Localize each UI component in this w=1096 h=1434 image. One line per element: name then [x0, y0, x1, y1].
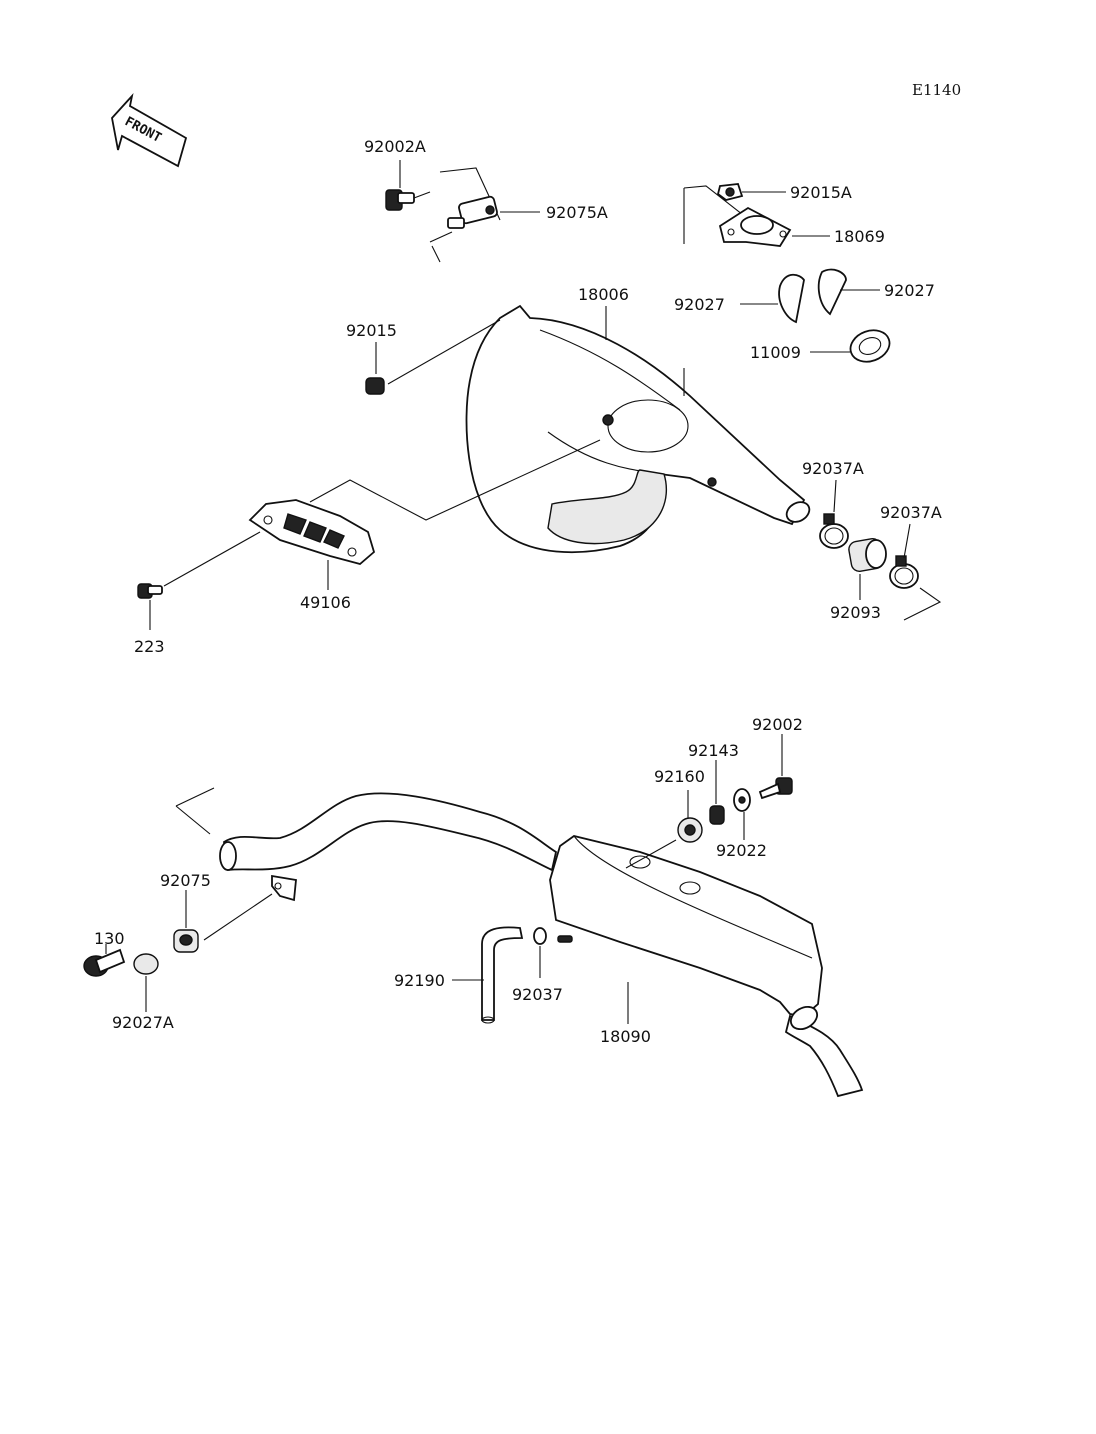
label-92002A: 92002A — [364, 137, 426, 156]
label-92143: 92143 — [688, 741, 739, 760]
label-92075: 92075 — [160, 871, 211, 890]
fitting-92075A — [447, 195, 498, 229]
label-92190: 92190 — [394, 971, 445, 990]
screw-223 — [137, 583, 163, 599]
nut-92015A — [716, 183, 744, 201]
label-92015: 92015 — [346, 321, 397, 340]
gasket-11009 — [849, 329, 891, 363]
label-92027-left: 92027 — [674, 295, 725, 314]
label-92002: 92002 — [752, 715, 803, 734]
label-49106: 49106 — [300, 593, 351, 612]
washer-92022 — [733, 788, 751, 812]
label-130: 130 — [94, 929, 125, 948]
flange-18069 — [718, 206, 792, 247]
diagram-code: E1140 — [912, 81, 961, 99]
label-92015A: 92015A — [790, 183, 852, 202]
hose-92190 — [481, 926, 524, 1024]
label-92160: 92160 — [654, 767, 705, 786]
clamp-92037A-upper — [819, 513, 849, 549]
coupler-92093 — [848, 538, 887, 572]
label-92037: 92037 — [512, 985, 563, 1004]
grommet-92075 — [173, 929, 199, 953]
grommet-92160 — [677, 817, 703, 843]
label-11009: 11009 — [750, 343, 801, 362]
grommet-92015 — [365, 377, 385, 395]
front-arrow-icon: FRONT — [111, 92, 188, 168]
label-92075A: 92075A — [546, 203, 608, 222]
bolt-92002 — [758, 777, 793, 800]
label-92027A: 92027A — [112, 1013, 174, 1032]
label-92093: 92093 — [830, 603, 881, 622]
label-18090: 18090 — [600, 1027, 651, 1046]
half-ring-92027-right — [817, 268, 847, 316]
bolt-92002A — [385, 189, 415, 211]
label-92037A-upper: 92037A — [802, 459, 864, 478]
collar-92143 — [709, 805, 725, 825]
clip-92037 — [533, 927, 547, 945]
label-92037A-lower: 92037A — [880, 503, 942, 522]
label-92022: 92022 — [716, 841, 767, 860]
label-18069: 18069 — [834, 227, 885, 246]
muffler-18090 — [219, 792, 864, 1098]
expansion-chamber-18006 — [465, 304, 811, 554]
clamp-92037A-lower — [889, 555, 919, 589]
label-92027-right: 92027 — [884, 281, 935, 300]
label-18006: 18006 — [578, 285, 629, 304]
label-223: 223 — [134, 637, 165, 656]
bolt-130 — [83, 948, 126, 977]
collar-92027A — [133, 953, 159, 975]
half-ring-92027-left — [778, 273, 805, 324]
heat-guard-49106 — [248, 499, 376, 565]
